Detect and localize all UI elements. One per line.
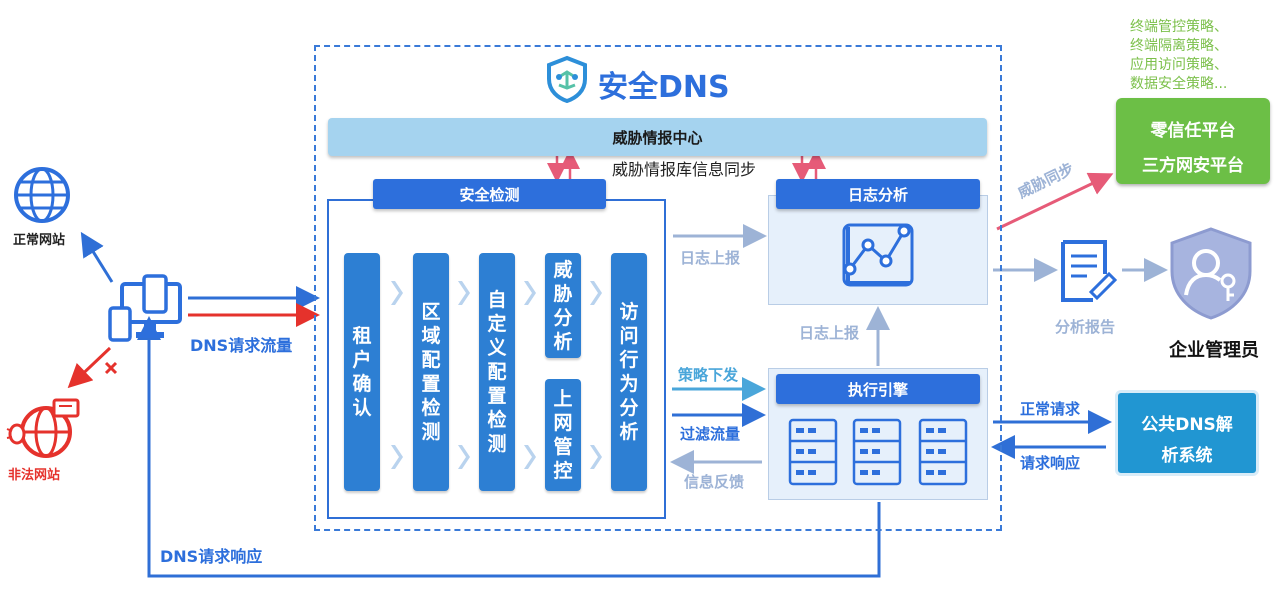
execution-engine-tab: 执行引擎	[776, 374, 980, 404]
step-tenant-confirm: 租户确认	[344, 253, 380, 491]
policy-list: 终端管控策略、 终端隔离策略、 应用访问策略、 数据安全策略...	[1130, 19, 1228, 92]
security-detection-tab: 安全检测	[373, 179, 606, 209]
normal-request-label: 正常请求	[1020, 400, 1081, 418]
chart-analysis-icon	[842, 223, 914, 287]
globe-icon	[14, 167, 70, 223]
step-region-config: 区域配置检测	[413, 253, 449, 491]
secure-dns-frame	[314, 45, 1002, 531]
server-rack-icons	[788, 418, 968, 486]
report-document-icon	[1061, 240, 1118, 302]
admin-label: 企业管理员	[1169, 340, 1259, 361]
threat-sync-arrow	[996, 172, 1114, 231]
illegal-site-label: 非法网站	[8, 468, 61, 483]
log-analysis-tab: 日志分析	[776, 179, 980, 209]
policy-down-label: 策略下发	[678, 366, 739, 384]
log-report-label: 日志上报	[680, 249, 741, 267]
threat-sync-label: 威胁情报库信息同步	[612, 160, 757, 179]
filter-traffic-label: 过滤流量	[680, 425, 741, 443]
dns-response-line	[137, 316, 881, 578]
analysis-report-label: 分析报告	[1055, 318, 1116, 336]
dns-request-response-label: DNS请求响应	[160, 547, 263, 566]
request-response-label: 请求响应	[1020, 454, 1081, 472]
user-devices-icon	[108, 274, 182, 342]
log-analysis-panel	[768, 195, 988, 305]
info-feedback-label: 信息反馈	[684, 473, 745, 491]
public-dns-system: 公共DNS解 析系统	[1115, 390, 1259, 476]
block-cross-icon	[104, 361, 118, 375]
page-title: 安全DNS	[598, 70, 730, 105]
flow-chevrons	[391, 281, 602, 469]
admin-shield-icon	[1170, 227, 1252, 320]
step-threat-analysis: 威胁分析	[545, 253, 581, 358]
log-report-up-label: 日志上报	[799, 324, 860, 342]
step-access-behavior: 访问行为分析	[611, 253, 647, 491]
step-internet-control: 上网管控	[545, 379, 581, 491]
shield-logo-icon	[547, 55, 587, 103]
bug-globe-icon	[6, 398, 80, 458]
zero-trust-platform: 零信任平台 三方网安平台	[1116, 98, 1270, 184]
normal-site-label: 正常网站	[13, 233, 66, 248]
threat-intel-center: 威胁情报中心	[328, 118, 987, 156]
dns-request-traffic-label: DNS请求流量	[190, 336, 293, 355]
step-custom-config: 自定义配置检测	[479, 253, 515, 491]
arrow-to-illegal-site	[67, 346, 112, 389]
arrow-to-normal-site	[80, 231, 114, 283]
